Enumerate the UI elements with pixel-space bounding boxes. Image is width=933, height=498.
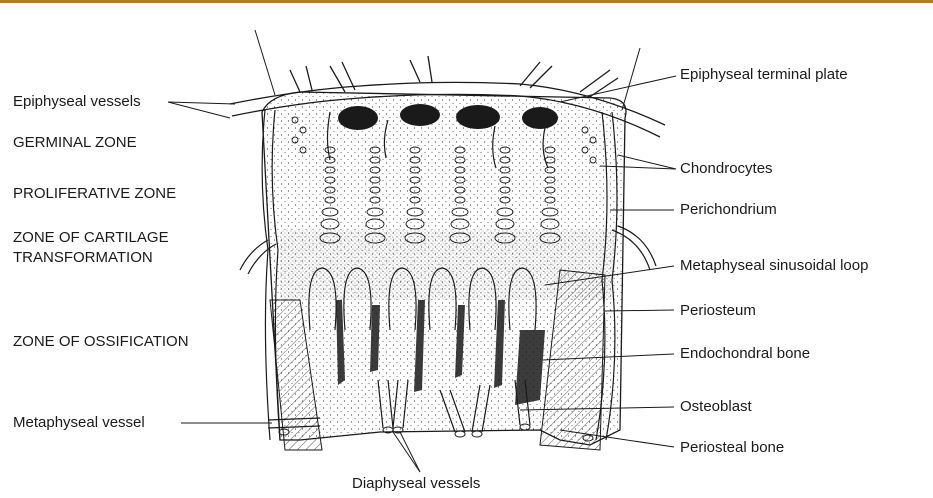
- label-zone-of-ossification: ZONE OF OSSIFICATION: [13, 333, 189, 351]
- label-metaphyseal-vessel: Metaphyseal vessel: [13, 414, 145, 432]
- label-epiphyseal-terminal-plate: Epiphyseal terminal plate: [680, 66, 848, 84]
- label-osteoblast: Osteoblast: [680, 398, 752, 416]
- label-zone-of-cartilage: ZONE OF CARTILAGE: [13, 229, 169, 247]
- label-chondrocytes: Chondrocytes: [680, 160, 773, 178]
- label-epiphyseal-vessels: Epiphyseal vessels: [13, 93, 141, 111]
- label-proliferative-zone: PROLIFERATIVE ZONE: [13, 185, 176, 203]
- label-germinal-zone: GERMINAL ZONE: [13, 134, 137, 152]
- label-transformation: TRANSFORMATION: [13, 249, 153, 267]
- label-perichondrium: Perichondrium: [680, 201, 777, 219]
- label-periosteum: Periosteum: [680, 302, 756, 320]
- label-metaphyseal-sinusoidal-loop: Metaphyseal sinusoidal loop: [680, 257, 868, 275]
- label-endochondral-bone: Endochondral bone: [680, 345, 810, 363]
- label-periosteal-bone: Periosteal bone: [680, 439, 784, 457]
- label-diaphyseal-vessels: Diaphyseal vessels: [352, 475, 480, 493]
